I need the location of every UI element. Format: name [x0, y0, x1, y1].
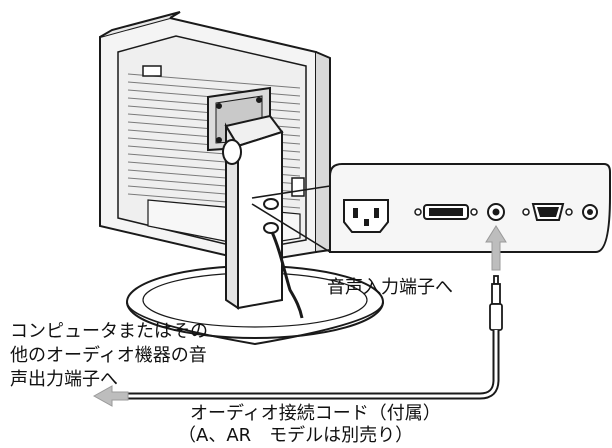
insert-arrow-icon	[485, 225, 507, 271]
audio-jack-icon	[487, 203, 505, 221]
audio-source-label-line-2: 他のオーディオ機器の音	[10, 345, 207, 366]
monitor-latch	[142, 65, 162, 77]
audio-connection-cable-inner	[120, 330, 498, 398]
power-connector-icon	[343, 199, 389, 233]
stand-routed-cable	[270, 231, 304, 319]
vga-connector-icon	[522, 203, 573, 221]
monitor-stand-neck	[222, 114, 284, 310]
audio-cable-label-line-1: オーディオ接続コード（付属）	[190, 403, 441, 424]
connector-panel-enlarged	[329, 163, 611, 253]
audio-input-terminal-label: 音声入力端子へ	[327, 277, 453, 298]
audio-cable-label-line-2: （A、AR モデルは別売り）	[178, 425, 414, 446]
output-arrow-icon	[92, 385, 129, 407]
monitor-side-bracket	[291, 177, 305, 197]
audio-plug-icon	[489, 275, 503, 331]
callout-lines	[251, 185, 331, 253]
audio-source-label-line-3: 声出力端子へ	[10, 369, 118, 390]
secondary-jack-icon	[582, 204, 598, 220]
audio-source-label-line-1: コンピュータまたはその	[10, 321, 208, 342]
dvi-connector-icon	[414, 204, 478, 220]
